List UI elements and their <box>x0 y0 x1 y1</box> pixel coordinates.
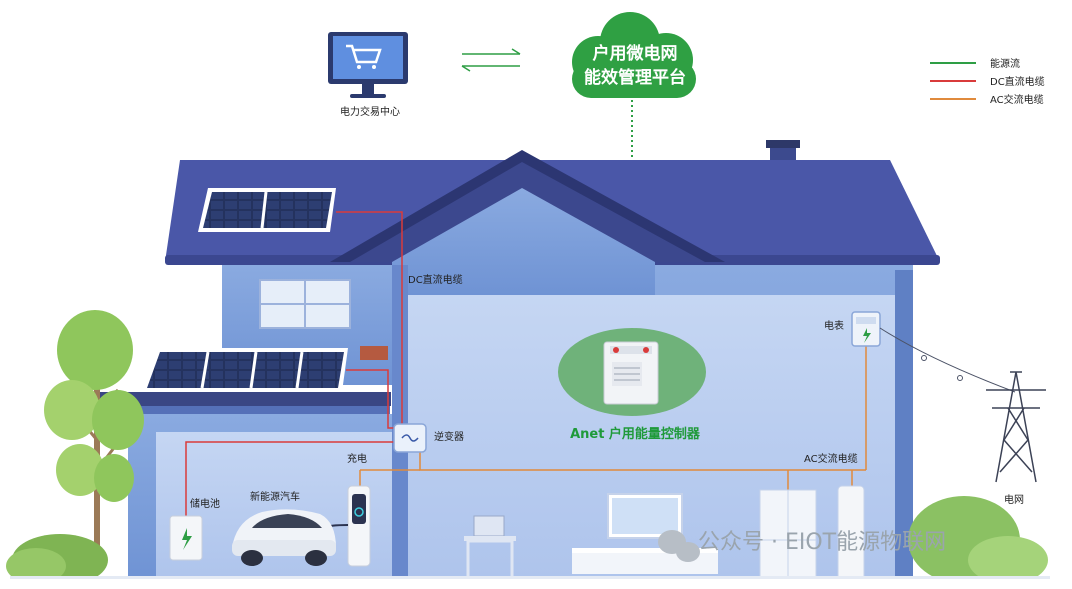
energy-controller <box>558 328 706 416</box>
legend-swatch <box>930 79 976 82</box>
bush-right <box>908 496 1048 584</box>
trading-center-monitor <box>328 32 408 98</box>
inverter-label: 逆变器 <box>434 432 464 443</box>
dc-cable <box>185 211 403 518</box>
dc-cable-label: DC直流电缆 <box>408 275 463 286</box>
roof-solar-panel <box>198 188 336 232</box>
legend-swatch <box>930 61 976 64</box>
electric-meter <box>851 311 881 347</box>
storage-label: 储电池 <box>190 499 220 510</box>
ev-label: 新能源汽车 <box>250 492 300 503</box>
trading-center-label: 电力交易中心 <box>340 107 400 118</box>
legend-item-dc: DC直流电缆 <box>930 73 1045 88</box>
charging-station <box>319 485 371 567</box>
grid-label: 电网 <box>1004 495 1024 506</box>
storage-battery <box>169 515 203 561</box>
cloud-title-line1: 户用微电网 <box>592 44 678 64</box>
cloud-shape <box>572 12 696 98</box>
ac-cable-label: AC交流电缆 <box>804 454 858 465</box>
inverter-device <box>393 423 427 453</box>
refrigerator <box>759 489 817 581</box>
exchange-arrows-icon <box>461 48 521 72</box>
legend-swatch <box>930 97 976 100</box>
bush-left <box>6 534 108 586</box>
controller-label: Anet 户用能量控制器 <box>570 427 700 442</box>
tree <box>44 310 144 570</box>
legend-item-ac: AC交流电缆 <box>930 91 1044 106</box>
tv-cabinet <box>572 493 718 574</box>
ev-car <box>232 509 336 566</box>
grid-wire <box>879 327 1016 393</box>
watermark: 公众号 · EIOT能源物联网 <box>698 530 947 555</box>
ac-cable <box>359 345 867 490</box>
wechat-icon <box>658 530 700 562</box>
meter-label: 电表 <box>824 321 844 332</box>
upper-window <box>259 279 351 329</box>
cloud-title-line2: 能效管理平台 <box>584 68 686 88</box>
transmission-tower-icon <box>986 371 1046 483</box>
lower-solar-panel <box>142 346 388 392</box>
charging-label: 充电 <box>347 454 367 465</box>
legend-item-energy-flow: 能源流 <box>930 55 1020 70</box>
